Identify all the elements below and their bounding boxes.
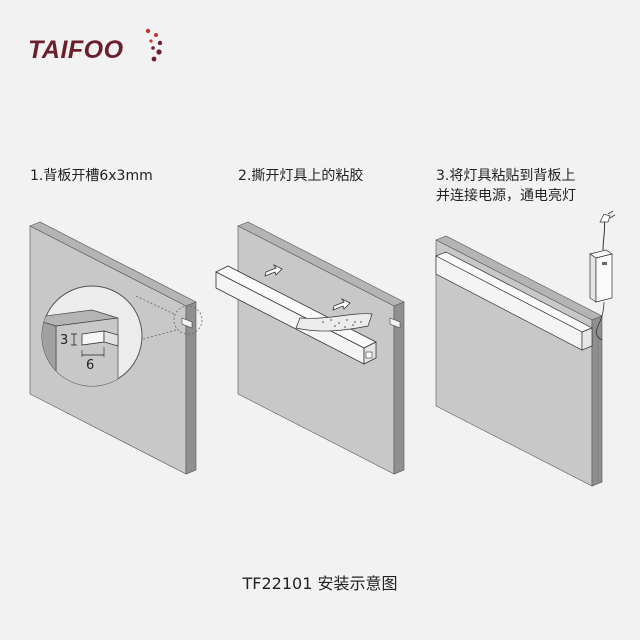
groove-depth-label: 3 xyxy=(60,333,68,348)
arrow-icon xyxy=(264,263,351,311)
diagram-caption: TF22101 安装示意图 xyxy=(242,574,398,593)
step-1-label: 1.背板开槽6x3mm xyxy=(30,168,153,184)
brand-logo: TAIFOO xyxy=(28,36,124,64)
light-bar-3 xyxy=(435,251,593,351)
groove-detail-magnifier xyxy=(41,285,143,387)
logo-dots-icon xyxy=(145,28,163,62)
step-2-label: 2.撕开灯具上的粘胶 xyxy=(238,168,364,184)
light-bar-2 xyxy=(215,265,377,365)
step-3-label: 3.将灯具粘贴到背板上 并连接电源，通电亮灯 xyxy=(436,166,576,206)
step-3-label-line1: 3.将灯具粘贴到背板上 xyxy=(436,168,576,184)
power-cable xyxy=(595,210,616,482)
panel-3 xyxy=(435,235,603,487)
panel-2 xyxy=(237,221,405,475)
groove-width-label: 6 xyxy=(86,358,94,373)
step-3-label-line2: 并连接电源，通电亮灯 xyxy=(436,188,576,204)
power-driver-box xyxy=(589,249,613,303)
